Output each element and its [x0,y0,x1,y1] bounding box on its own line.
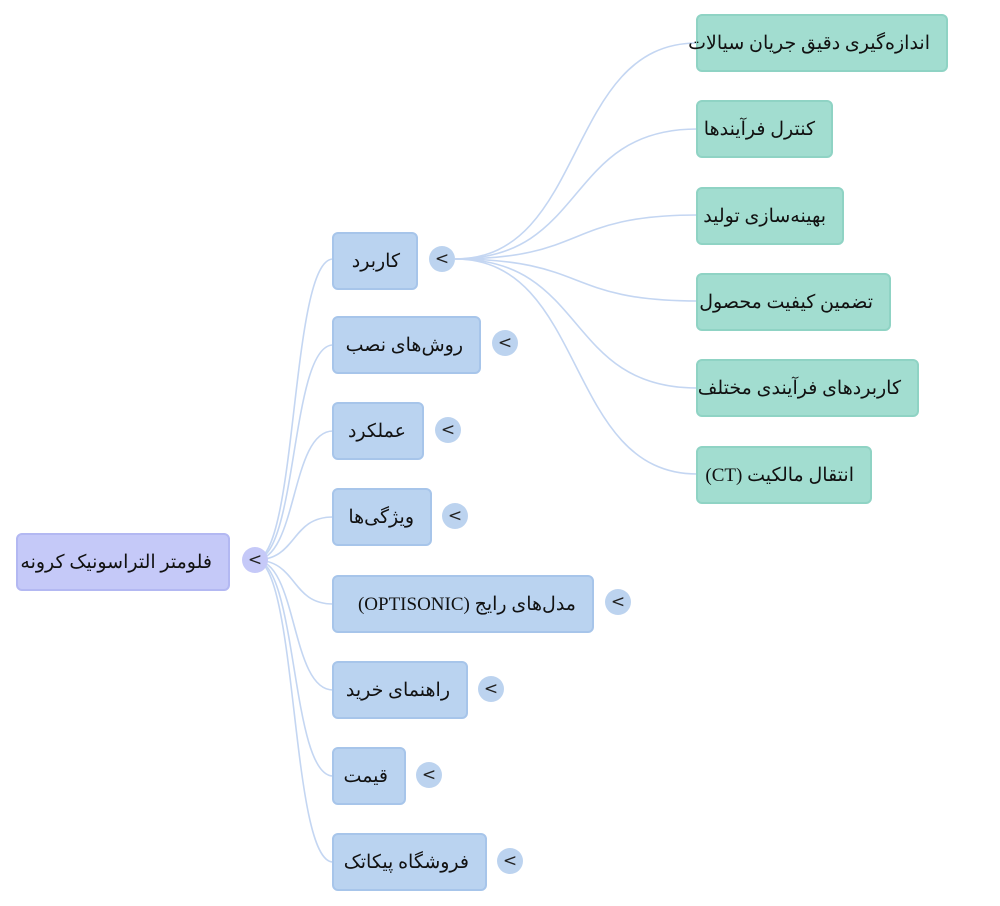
usage-leaf-connector [454,258,698,389]
branch-node-performance[interactable]: عملکرد [332,402,424,460]
branch-label: ویژگی‌ها [348,506,414,528]
leaf-node[interactable]: کنترل فرآیندها [696,100,833,158]
usage-leaf-connector [454,128,698,260]
root-branch-connector [254,559,334,777]
usage-leaf-connector [454,258,698,302]
branch-toggle-buying-guide[interactable]: < [478,676,504,702]
branch-toggle-features[interactable]: < [442,503,468,529]
root-branch-connector [254,344,334,561]
branch-node-installation[interactable]: روش‌های نصب [332,316,481,374]
branch-toggle-performance[interactable]: < [435,417,461,443]
usage-leaf-connector [454,258,698,475]
branch-label: مدل‌های رایج (OPTISONIC) [357,593,576,615]
leaf-node[interactable]: کاربردهای فرآیندی مختلف [696,359,919,417]
branch-label: راهنمای خرید [345,679,450,701]
usage-leaf-connector [454,42,698,260]
branch-label: کاربرد [351,250,400,272]
root-collapse-toggle[interactable]: < [242,547,268,573]
branch-toggle-models[interactable]: < [605,589,631,615]
branch-toggle-usage[interactable]: < [429,246,455,272]
root-label: فلومتر التراسونیک کرونه [20,551,212,573]
usage-leaf-connector [454,214,698,260]
root-branch-connector [254,430,334,561]
root-branch-connector [254,559,334,691]
root-node[interactable]: فلومتر التراسونیک کرونه [16,533,230,591]
leaf-node[interactable]: اندازه‌گیری دقیق جریان سیالات [688,14,948,72]
leaf-label: تضمین کیفیت محصول [699,291,873,313]
root-branch-connector [254,559,334,863]
branch-node-models[interactable]: مدل‌های رایج (OPTISONIC) [332,575,594,633]
leaf-node[interactable]: بهینه‌سازی تولید [696,187,844,245]
branch-label: قیمت [343,765,388,787]
branch-label: روش‌های نصب [345,334,463,356]
leaf-label: اندازه‌گیری دقیق جریان سیالات [688,32,930,54]
leaf-label: کنترل فرآیندها [703,118,815,140]
branch-label: فروشگاه پیکاتک [343,851,469,873]
branch-node-shop[interactable]: فروشگاه پیکاتک [332,833,487,891]
leaf-label: کاربردهای فرآیندی مختلف [697,377,901,399]
branch-label: عملکرد [347,420,406,442]
branch-node-usage[interactable]: کاربرد [332,232,418,290]
leaf-label: انتقال مالکیت (CT) [705,464,854,486]
leaf-label: بهینه‌سازی تولید [703,205,826,227]
leaf-node[interactable]: تضمین کیفیت محصول [696,273,891,331]
branch-toggle-shop[interactable]: < [497,848,523,874]
branch-node-price[interactable]: قیمت [332,747,406,805]
branch-node-features[interactable]: ویژگی‌ها [332,488,432,546]
root-branch-connector [254,258,334,561]
branch-toggle-installation[interactable]: < [492,330,518,356]
leaf-node[interactable]: انتقال مالکیت (CT) [696,446,872,504]
branch-toggle-price[interactable]: < [416,762,442,788]
branch-node-buying-guide[interactable]: راهنمای خرید [332,661,468,719]
